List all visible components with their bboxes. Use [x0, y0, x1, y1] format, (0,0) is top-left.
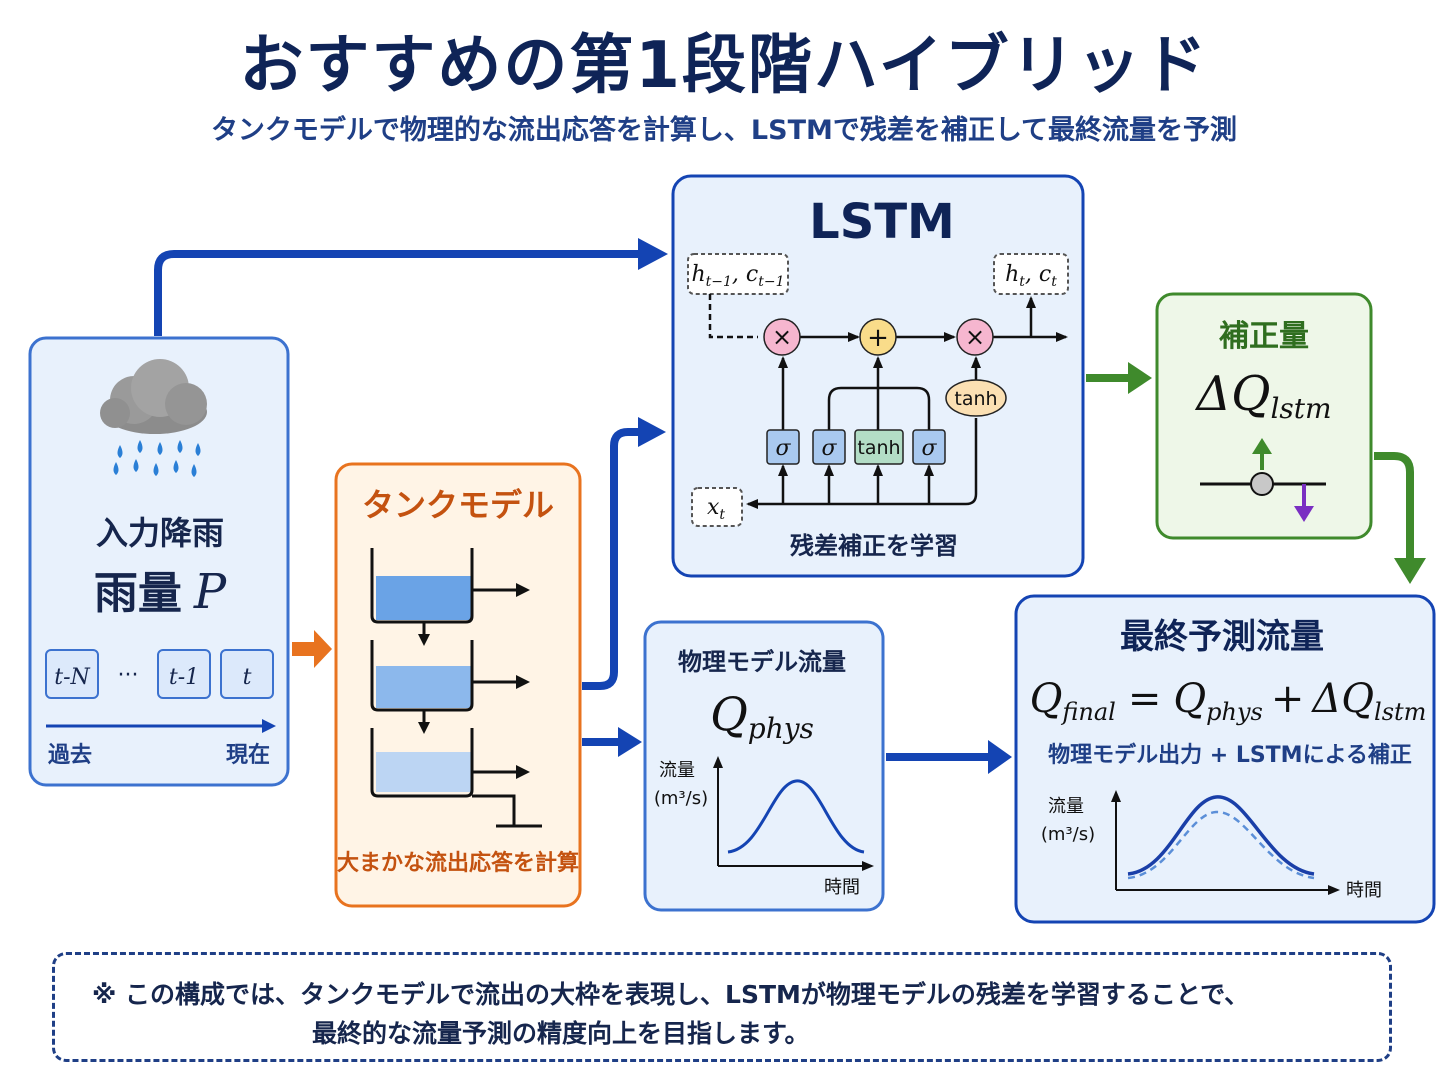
- note-line-1: ※ この構成では、タンクモデルで流出の大枠を表現し、LSTMが物理モデルの残差を…: [92, 980, 1250, 1009]
- arrowhead-tank-to-phys: [618, 727, 642, 757]
- final-xlabel: 時間: [1346, 880, 1382, 901]
- tank-icon: [370, 548, 542, 828]
- prev-state-box: [687, 253, 789, 295]
- step-label-t: t: [243, 665, 252, 690]
- phys-hydrograph: [727, 779, 865, 854]
- tanh-node: [945, 379, 1007, 417]
- final-heading: 最終予測流量: [1120, 617, 1324, 657]
- arrowhead-input-to-lstm: [638, 238, 668, 270]
- gate-candidate: [854, 429, 904, 465]
- note-line-2: 最終的な流量予測の精度向上を目指します。: [312, 1019, 810, 1048]
- step-label-t-1: t-1: [169, 665, 199, 690]
- lstm-wiring: [708, 294, 1068, 509]
- phys-symbol: Qphys: [710, 687, 814, 745]
- arrow-tank-to-lstm: [582, 428, 640, 690]
- gate-forget-label: σ: [775, 436, 791, 461]
- final-caption: 物理モデル出力 + LSTMによる補正: [1048, 742, 1412, 768]
- rain-cloud-icon: [100, 359, 207, 434]
- final-panel: [1014, 594, 1436, 924]
- past-label: 過去: [48, 742, 92, 768]
- phys-panel: [643, 620, 885, 912]
- tank-caption: 大まかな流出応答を計算: [337, 850, 579, 876]
- gate-output: [912, 429, 946, 465]
- prev-state-label: ht−1, ct−1: [691, 262, 784, 290]
- final-ylabel-2: (m³/s): [1041, 824, 1095, 845]
- input-x-label: xt: [707, 495, 725, 523]
- step-ellipsis: ···: [118, 663, 139, 688]
- gate-output-label: σ: [921, 436, 937, 461]
- arrow-input-to-lstm: [154, 250, 640, 336]
- multiply-op-2: [956, 318, 994, 356]
- page-title: おすすめの第1段階ハイブリッド: [239, 29, 1209, 103]
- final-physical-curve: [1127, 810, 1315, 880]
- gate-input-label: σ: [821, 436, 837, 461]
- add-op-label: +: [867, 323, 889, 353]
- multiply-op-1: [763, 318, 801, 356]
- tank-heading: タンクモデル: [362, 486, 554, 524]
- tanh-node-label: tanh: [954, 388, 997, 410]
- lstm-heading: LSTM: [809, 194, 955, 250]
- correction-panel: [1155, 292, 1373, 540]
- gate-input: [812, 429, 846, 465]
- phys-xlabel: 時間: [824, 877, 860, 898]
- arrowhead-tank-to-lstm: [638, 417, 666, 447]
- input-x-box: [691, 487, 743, 527]
- state-label: ht, ct: [1005, 262, 1057, 290]
- gate-forget: [766, 429, 800, 465]
- correction-symbol: ΔQlstm: [1194, 366, 1331, 425]
- phys-ylabel-1: 流量: [659, 760, 695, 781]
- phys-heading: 物理モデル流量: [678, 648, 846, 676]
- correction-scale-icon: [1200, 438, 1326, 522]
- multiply-op-1-label: ×: [772, 323, 792, 351]
- timeline-arrowhead: [262, 719, 276, 733]
- step-box-t-n: [45, 649, 99, 699]
- phys-x-arrowhead: [862, 861, 874, 871]
- final-ylabel-1: 流量: [1048, 796, 1084, 817]
- arrowhead-phys-to-final: [988, 740, 1012, 774]
- phys-ylabel-2: (m³/s): [654, 788, 708, 809]
- phys-y-arrowhead: [713, 756, 723, 768]
- arrowhead-lstm-to-correction: [1128, 362, 1152, 394]
- arrow-correction-to-final: [1374, 452, 1414, 560]
- arrowhead-correction-to-final: [1394, 558, 1426, 584]
- raindrops-icon: [113, 440, 201, 477]
- step-label-t-n: t-N: [54, 665, 90, 690]
- final-equation: Qfinal=Qphys+ΔQlstm: [1030, 676, 1427, 726]
- add-op: [859, 318, 897, 356]
- correction-heading: 補正量: [1218, 319, 1309, 354]
- step-box-t: [220, 649, 274, 699]
- multiply-op-2-label: ×: [965, 323, 985, 351]
- page-subtitle: タンクモデルで物理的な流出応答を計算し、LSTMで残差を補正して最終流量を予測: [210, 115, 1238, 146]
- lstm-caption: 残差補正を学習: [790, 532, 958, 560]
- gate-candidate-label: tanh: [857, 437, 900, 459]
- arrow-input-to-tank: [292, 630, 332, 668]
- final-corrected-curve: [1127, 795, 1315, 876]
- note-box: [52, 952, 1392, 1062]
- final-y-arrowhead: [1111, 790, 1121, 802]
- step-box-t-1: [157, 649, 211, 699]
- final-x-arrowhead: [1328, 885, 1340, 895]
- state-box: [993, 253, 1069, 295]
- time-steps: t-N ··· t-1 t: [45, 649, 274, 699]
- now-label: 現在: [226, 742, 270, 768]
- input-heading: 入力降雨: [96, 514, 224, 552]
